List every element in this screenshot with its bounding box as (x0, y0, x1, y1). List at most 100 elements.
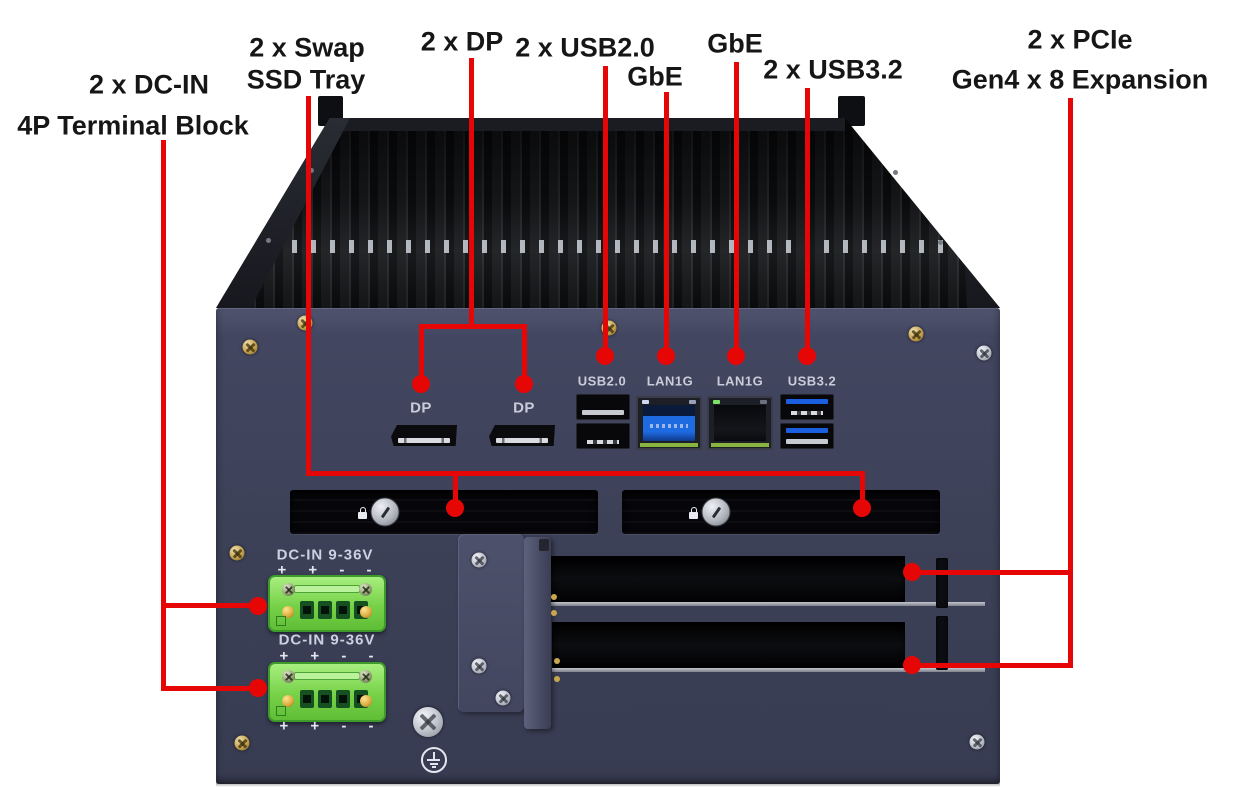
terminal-pin (336, 690, 350, 708)
keylock-icon (370, 497, 400, 527)
ssd-tray-2 (622, 490, 940, 534)
callout-gbe-mid: GbE (627, 61, 683, 92)
callout-dot-ssd-1 (446, 499, 464, 517)
pcie-slot-lip-1 (548, 602, 985, 606)
dp-port-1 (391, 425, 457, 446)
callout-line-ssd (306, 96, 311, 476)
ground-screw (413, 707, 443, 737)
callout-line-dp (522, 324, 527, 379)
heatsink-fins (216, 118, 1000, 308)
usb32-label: USB3.2 (787, 373, 837, 389)
ground-symbol-icon (421, 747, 447, 773)
terminal-contact (360, 695, 372, 707)
dc-in-label-2: DC-IN 9-36V (278, 631, 376, 649)
callout-dot-usb20 (596, 347, 614, 365)
callout-line-ssd (306, 471, 865, 476)
callout-dot-dp-2 (515, 375, 533, 393)
callout-dot-gbe-mid (657, 347, 675, 365)
callout-swap-line2: SSD Tray (246, 64, 366, 95)
callout-line-ssd (860, 471, 865, 508)
callout-line-gbe-top (734, 62, 739, 354)
panel-screw (229, 545, 245, 561)
usb20-label: USB2.0 (577, 373, 627, 389)
callout-line-gbe-mid (664, 92, 669, 354)
dc-in-label-1: DC-IN 9-36V (276, 546, 374, 564)
keylock-icon (701, 497, 731, 527)
callout-usb32: 2 x USB3.2 (763, 54, 903, 85)
callout-line-dp (419, 324, 424, 379)
callout-line-usb32 (805, 88, 810, 354)
callout-line-usb20 (603, 66, 608, 354)
terminal-contact (282, 695, 294, 707)
callout-line-dc-in (161, 686, 258, 691)
pcie-slot-1 (548, 556, 905, 602)
plate-screw (495, 690, 511, 706)
pcie-slot-2 (552, 622, 905, 668)
plate-screw (471, 552, 487, 568)
padlock-icon (358, 507, 367, 519)
callout-line-pcie (913, 663, 1073, 668)
lan-led-icon (760, 400, 767, 404)
plate-screw (471, 658, 487, 674)
callout-dot-dp-1 (412, 375, 430, 393)
pcie-bracket-bar (524, 537, 551, 729)
terminal-pin (318, 601, 332, 619)
usb3-port-top (780, 394, 834, 420)
slot-pin (554, 658, 560, 664)
callout-dot-dc-in-2 (249, 679, 267, 697)
callout-dot-pcie-1 (903, 563, 921, 581)
callout-usb20: 2 x USB2.0 (515, 32, 655, 63)
pcie-slot-lip-2 (552, 668, 985, 672)
callout-gbe-top: GbE (707, 28, 763, 59)
lan-led-icon (689, 400, 696, 404)
terminal-screw (359, 583, 372, 596)
ssd-tray-1 (290, 490, 598, 534)
rail-screw (266, 238, 271, 243)
panel-bottom-shadow (216, 782, 1000, 787)
terminal-screw (282, 583, 295, 596)
callout-line-dp (469, 58, 474, 329)
callout-swap-line1: 2 x Swap (249, 32, 365, 63)
terminal-pin (336, 601, 350, 619)
dp-port-label-2: DP (513, 399, 535, 417)
dp-port-label-1: DP (410, 399, 432, 417)
slot-pin (554, 676, 560, 682)
usb2-port-top (576, 394, 630, 420)
callout-dot-ssd-2 (853, 499, 871, 517)
terminal-screw (282, 670, 295, 683)
callout-line-dc-in (161, 603, 258, 608)
callout-dot-dc-in-1 (249, 597, 267, 615)
callout-dc-in-line1: 2 x DC-IN (88, 69, 210, 100)
callout-dp: 2 x DP (420, 26, 504, 57)
heatsink-top-plate (328, 118, 845, 131)
polarity-top-1: + + - - (277, 561, 377, 579)
lan-led-icon (713, 400, 720, 404)
callout-pcie-line2: Gen4 x 8 Expansion (951, 64, 1209, 95)
polarity-top-2: + + - - (279, 647, 379, 665)
callout-dot-usb32 (798, 347, 816, 365)
callout-dc-in-line2: 4P Terminal Block (17, 110, 249, 141)
terminal-pin (318, 690, 332, 708)
callout-line-ssd (453, 471, 458, 508)
dp-port-2 (489, 425, 555, 446)
terminal-pin (300, 601, 314, 619)
lan-port-1 (636, 396, 702, 450)
callout-dot-gbe-top (727, 347, 745, 365)
terminal-block-1 (268, 575, 386, 632)
terminal-block-2 (268, 662, 386, 722)
lan2-label: LAN1G (716, 373, 764, 389)
lan-led-icon (642, 400, 649, 404)
lan1-label: LAN1G (646, 373, 694, 389)
terminal-contact (360, 606, 372, 618)
callout-line-pcie (913, 570, 1073, 575)
slot-pin (551, 610, 557, 616)
rail-screw (309, 168, 314, 173)
lan-port-2 (707, 396, 773, 450)
rail-screw (938, 240, 943, 245)
terminal-pin (300, 690, 314, 708)
heatsink-fin-tips (216, 240, 1000, 253)
terminal-contact (282, 606, 294, 618)
callout-line-pcie (1068, 98, 1073, 668)
panel-screw (908, 326, 924, 342)
